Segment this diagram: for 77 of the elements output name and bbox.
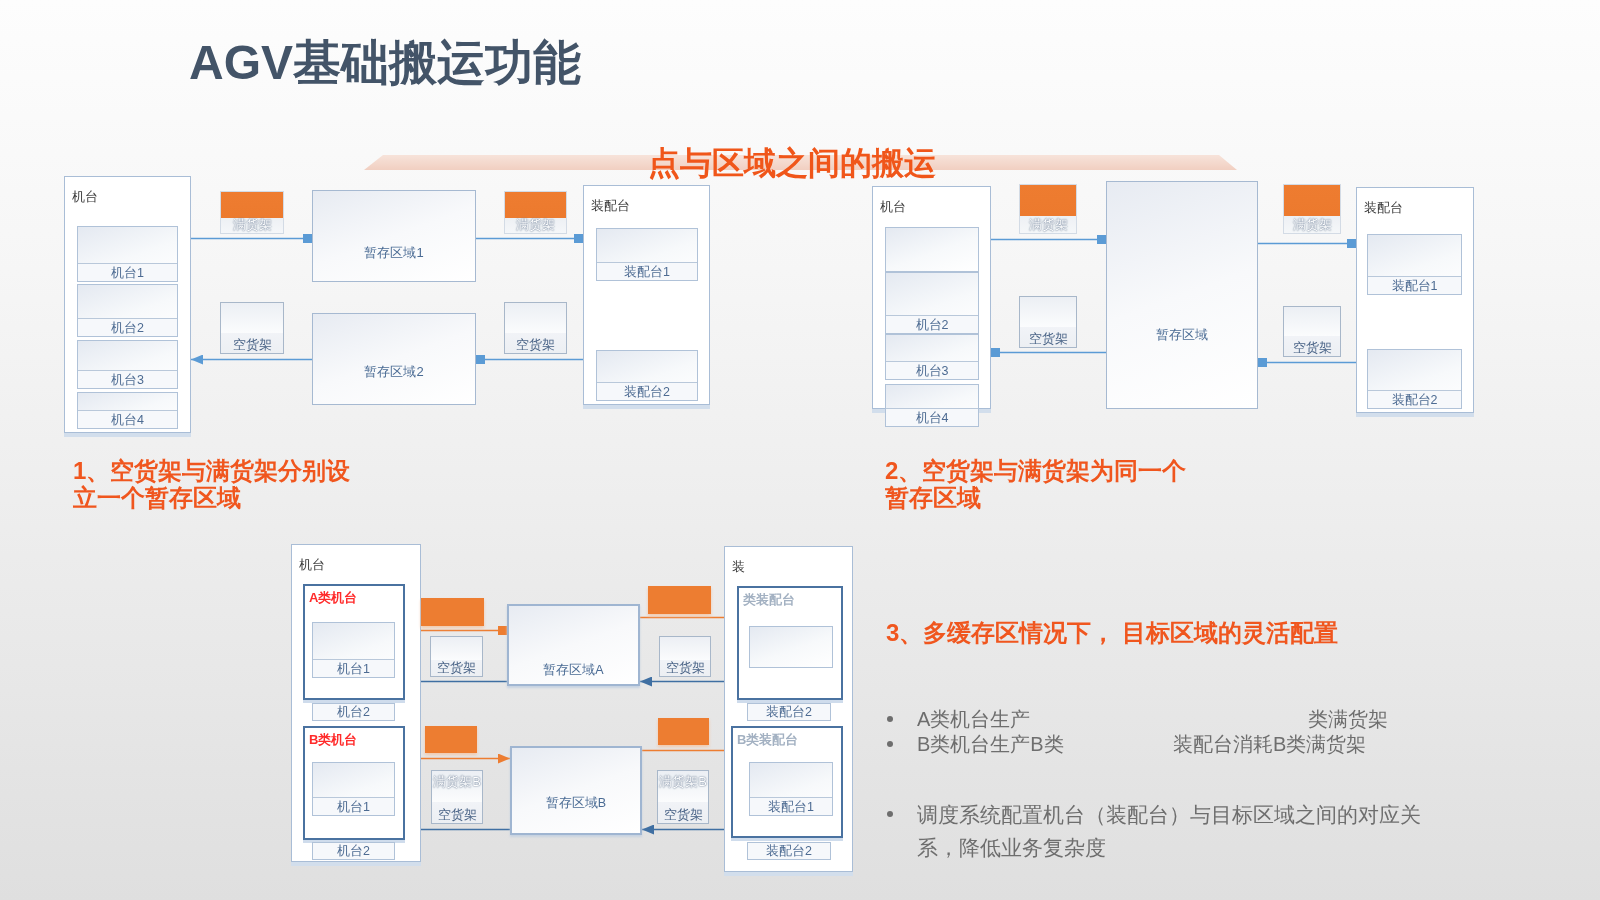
section-heading: 2、空货架与满货架为同一个暂存区域 — [885, 457, 1188, 511]
machine-box: 机台4 — [885, 384, 979, 427]
panel-label: 装配台 — [1364, 200, 1403, 216]
rack-block — [425, 726, 477, 753]
empty-rack: 空货架 — [220, 302, 284, 354]
machine-box: 装配台2 — [596, 350, 698, 401]
rack-label: 满货架B — [433, 774, 481, 790]
arrow — [190, 354, 313, 365]
empty-rack: 空货架 — [1019, 296, 1077, 348]
machine-box: 机台2 — [77, 284, 178, 337]
rack-label: 空货架 — [663, 807, 703, 823]
empty-rack: 空货架 — [430, 636, 483, 677]
group-title: 类装配台 — [743, 592, 795, 607]
machine-box: 装配台2 — [1367, 349, 1462, 409]
connector-line — [990, 348, 1107, 357]
panel-label: 装配台 — [591, 198, 630, 214]
buffer-zone-box: 暂存区域A — [507, 604, 640, 686]
connector-line — [475, 355, 584, 364]
panel-label: 机台 — [299, 557, 325, 573]
group-frame — [303, 726, 405, 840]
loaded-rack: 满货架 — [504, 191, 567, 234]
panel-label: 机台 — [72, 189, 98, 205]
buffer-zone-box: 暂存区域2 — [312, 313, 476, 405]
machine-box: 装配台1 — [596, 228, 698, 281]
connector-line — [1257, 358, 1357, 367]
loaded-rack: 满货架 — [1019, 184, 1077, 234]
machine-box: 装配台1 — [749, 762, 833, 816]
buffer-zone-box: 暂存区域1 — [312, 190, 476, 282]
buffer-zone-box: 暂存区域 — [1106, 181, 1258, 409]
loaded-rack: 满货架 — [1283, 184, 1341, 234]
buffer-zone-box: 暂存区域B — [510, 746, 642, 835]
machine-box: 机台1 — [312, 762, 395, 816]
connector-line — [190, 234, 313, 243]
connector-line — [475, 234, 584, 243]
bullet-text: 调度系统配置机台（装配台）与目标区域之间的对应关系，降低业务复杂度 — [917, 802, 1422, 861]
empty-rack: 空货架 — [1283, 306, 1341, 357]
connector-line — [1257, 239, 1357, 248]
rack-block — [421, 598, 484, 626]
station-box — [749, 626, 833, 668]
machine-box: 装配台2 — [747, 703, 831, 721]
empty-rack — [657, 770, 709, 824]
group-frame — [303, 584, 405, 700]
machine-box: 机台2 — [885, 272, 979, 334]
machine-box: 机台2 — [312, 842, 395, 860]
station-box — [885, 227, 979, 272]
connector-line — [990, 235, 1107, 244]
panel-label: 装 — [732, 559, 745, 575]
rack-label: 空货架 — [437, 807, 477, 823]
group-title: B类装配台 — [737, 732, 799, 747]
group-title: B类机台 — [309, 732, 358, 747]
empty-rack — [431, 770, 483, 824]
bullet-text: 装配台消耗B类满货架 — [1173, 733, 1367, 755]
group-frame — [737, 586, 843, 700]
group-frame — [731, 726, 843, 838]
group-title: A类机台 — [309, 590, 358, 605]
rack-block — [658, 718, 709, 745]
loaded-rack: 满货架 — [220, 191, 284, 234]
section-heading: 3、多缓存区情况下， 目标区域的灵活配置 — [886, 619, 1338, 646]
bullet-text: A类机台生产 — [917, 708, 1031, 730]
machine-box: 装配台1 — [1367, 234, 1462, 295]
bullet-text: B类机台生产B类 — [917, 733, 1064, 755]
machine-box: 机台4 — [77, 392, 178, 429]
machine-box: 机台3 — [77, 340, 178, 389]
bullet-text: 类满货架 — [1308, 708, 1388, 730]
machine-box: 机台1 — [312, 622, 395, 678]
empty-rack: 空货架 — [659, 636, 711, 677]
machine-box: 机台2 — [312, 703, 395, 721]
machine-box: 机台1 — [77, 226, 178, 282]
rack-block — [648, 586, 711, 614]
machine-box: 机台3 — [885, 334, 979, 380]
rack-label: 满货架B — [659, 774, 707, 790]
panel-label: 机台 — [880, 199, 906, 215]
empty-rack: 空货架 — [504, 302, 567, 354]
slide-title: AGV基础搬运功能 — [189, 35, 581, 91]
machine-box: 装配台2 — [747, 842, 831, 860]
section-heading: 1、空货架与满货架分别设立一个暂存区域 — [73, 457, 352, 511]
banner-title: 点与区域之间的搬运 — [648, 146, 936, 180]
